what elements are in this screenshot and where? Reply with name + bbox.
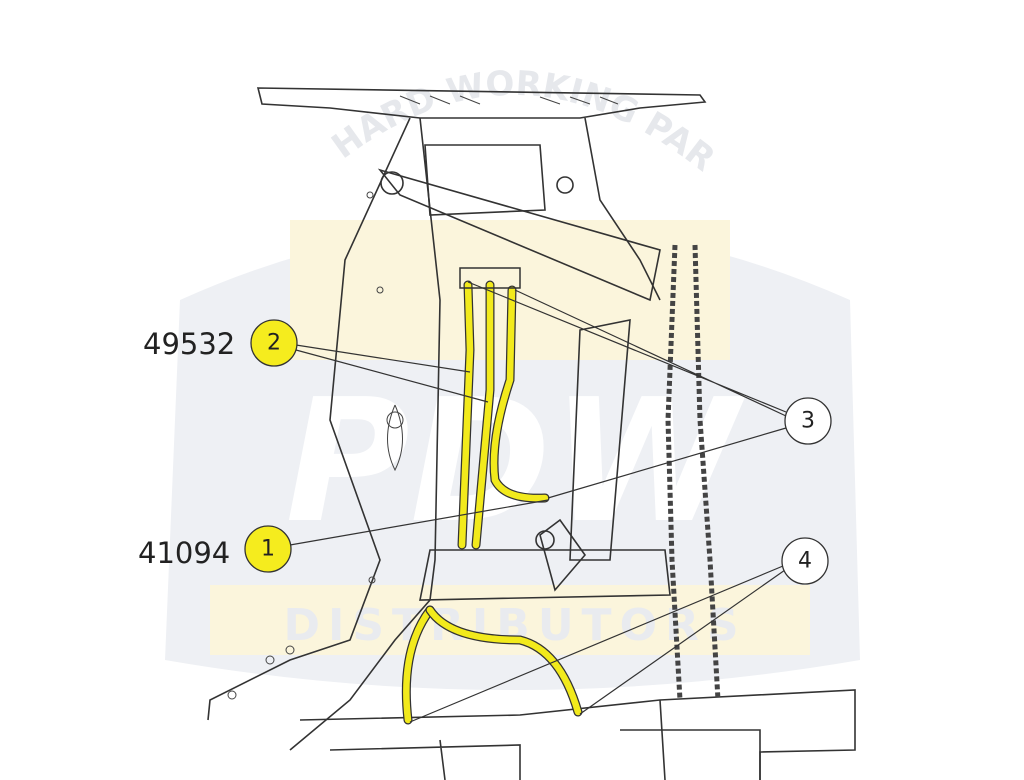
- callout-bubble: [781, 537, 829, 585]
- callout-number: 1: [261, 537, 275, 562]
- callout-bubble: [784, 397, 832, 445]
- callout-3[interactable]: 3: [784, 397, 832, 445]
- machine-drawing: [207, 87, 856, 780]
- callout-2[interactable]: 49532 2: [143, 319, 298, 367]
- top-plate: [256, 87, 707, 119]
- callout-number: 4: [798, 549, 812, 574]
- part-number-41094: 41094: [138, 536, 230, 570]
- callout-number: 2: [267, 331, 281, 356]
- callout-bubble: [244, 525, 292, 573]
- watermark-logo: PDW: [285, 363, 746, 561]
- lift-arm: [377, 168, 661, 302]
- leader-lines: [289, 281, 787, 723]
- callout-4[interactable]: 4: [781, 537, 829, 585]
- callout-1[interactable]: 41094 1: [138, 525, 292, 573]
- cross-beam: [419, 549, 671, 601]
- tower-left-edge: [207, 117, 411, 721]
- callout-number: 3: [801, 409, 815, 434]
- cylinder: [569, 319, 631, 561]
- watermark: PDW DISTRIBUTORS HARD WORKING PARTS: [0, 0, 860, 690]
- chain-right: [692, 244, 721, 701]
- part-number-49532: 49532: [143, 327, 235, 361]
- chain-left: [665, 244, 683, 701]
- hydraulic-hoses: [401, 267, 583, 725]
- callout-bubble: [250, 319, 298, 367]
